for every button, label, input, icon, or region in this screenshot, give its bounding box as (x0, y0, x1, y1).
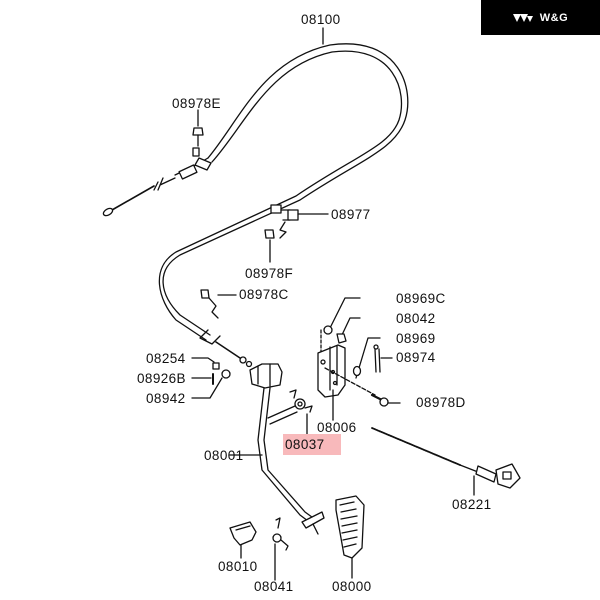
part-label-08037[interactable]: 08037 (285, 437, 325, 452)
part-label-08000[interactable]: 08000 (332, 579, 372, 594)
pedal-arm-08001 (229, 363, 325, 535)
pedal-bracket-08006 (317, 329, 376, 421)
highlight-box (283, 434, 341, 455)
bolt-08978E (192, 109, 204, 147)
accelerator-cable (102, 43, 409, 368)
part-label-08977[interactable]: 08977 (331, 207, 371, 222)
bolt-08978C (200, 289, 219, 319)
part-label-08010[interactable]: 08010 (218, 559, 258, 574)
triple-chevron-logo-icon (512, 13, 533, 22)
spring-08041 (272, 517, 289, 581)
small-parts-cluster (323, 297, 401, 407)
part-label-08978D[interactable]: 08978D (416, 395, 466, 410)
part-label-08041[interactable]: 08041 (254, 579, 294, 594)
part-label-08974[interactable]: 08974 (396, 350, 436, 365)
part-label-08978C[interactable]: 08978C (239, 287, 289, 302)
choke-cable-08221 (371, 427, 521, 496)
return-spring-08037 (289, 389, 313, 436)
part-label-08042[interactable]: 08042 (396, 311, 436, 326)
brand-name: W&G (539, 11, 569, 24)
part-label-08969[interactable]: 08969 (396, 331, 436, 346)
part-label-08926B[interactable]: 08926B (137, 371, 186, 386)
part-label-08942[interactable]: 08942 (146, 391, 186, 406)
left-small-parts (191, 357, 231, 399)
leader-lines (217, 27, 334, 421)
bolt-08978F (264, 229, 275, 263)
part-label-08978E[interactable]: 08978E (172, 96, 221, 111)
part-label-08221[interactable]: 08221 (452, 497, 492, 512)
pedal-pad-08000 (335, 495, 365, 579)
part-label-08006[interactable]: 08006 (317, 420, 357, 435)
part-label-08100[interactable]: 08100 (301, 12, 341, 27)
cable-clip-08977 (270, 204, 299, 239)
part-label-08969C[interactable]: 08969C (396, 291, 446, 306)
brand-watermark: W&G (481, 0, 600, 35)
part-label-08001[interactable]: 08001 (204, 448, 244, 463)
stopper-08010 (229, 521, 257, 559)
part-label-08254[interactable]: 08254 (146, 351, 186, 366)
part-label-08978F[interactable]: 08978F (245, 266, 294, 281)
